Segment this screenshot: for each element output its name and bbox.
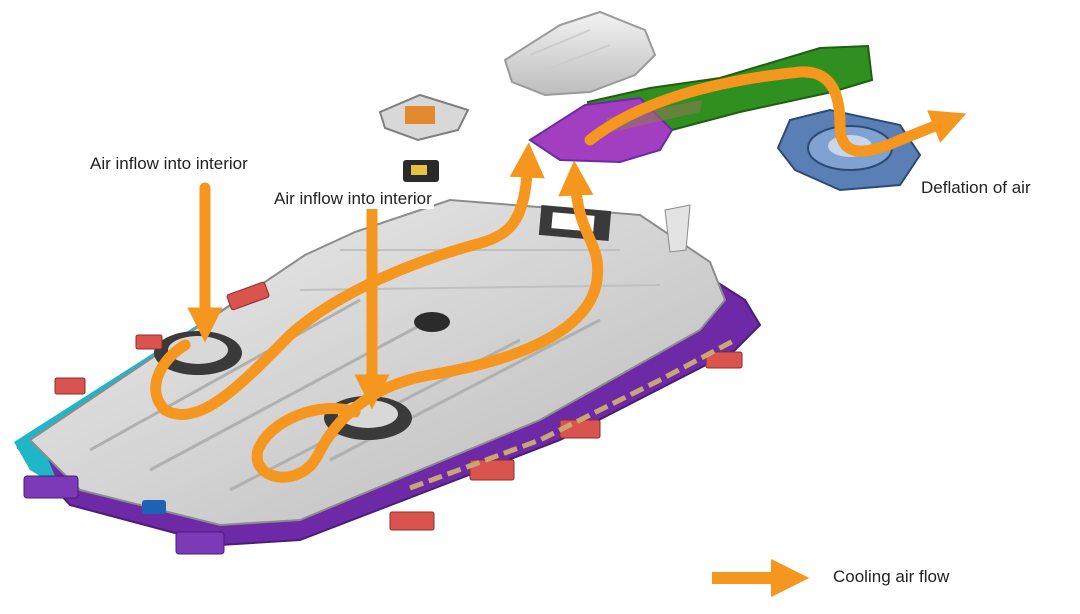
cooling-airflow-paths (150, 66, 967, 483)
label-air-inflow-left: Air inflow into interior (90, 154, 248, 173)
control-module-icon (378, 93, 470, 182)
label-air-inflow-center: Air inflow into interior (272, 189, 434, 209)
legend-label: Cooling air flow (833, 567, 950, 586)
label-deflation: Deflation of air (921, 178, 1031, 197)
airflow-loop-center (251, 160, 604, 483)
battery-pack-tray-icon (14, 198, 762, 555)
cover-plate-icon (503, 10, 657, 97)
airflow-loop-left (150, 142, 545, 420)
airflow-duct (584, 66, 967, 157)
